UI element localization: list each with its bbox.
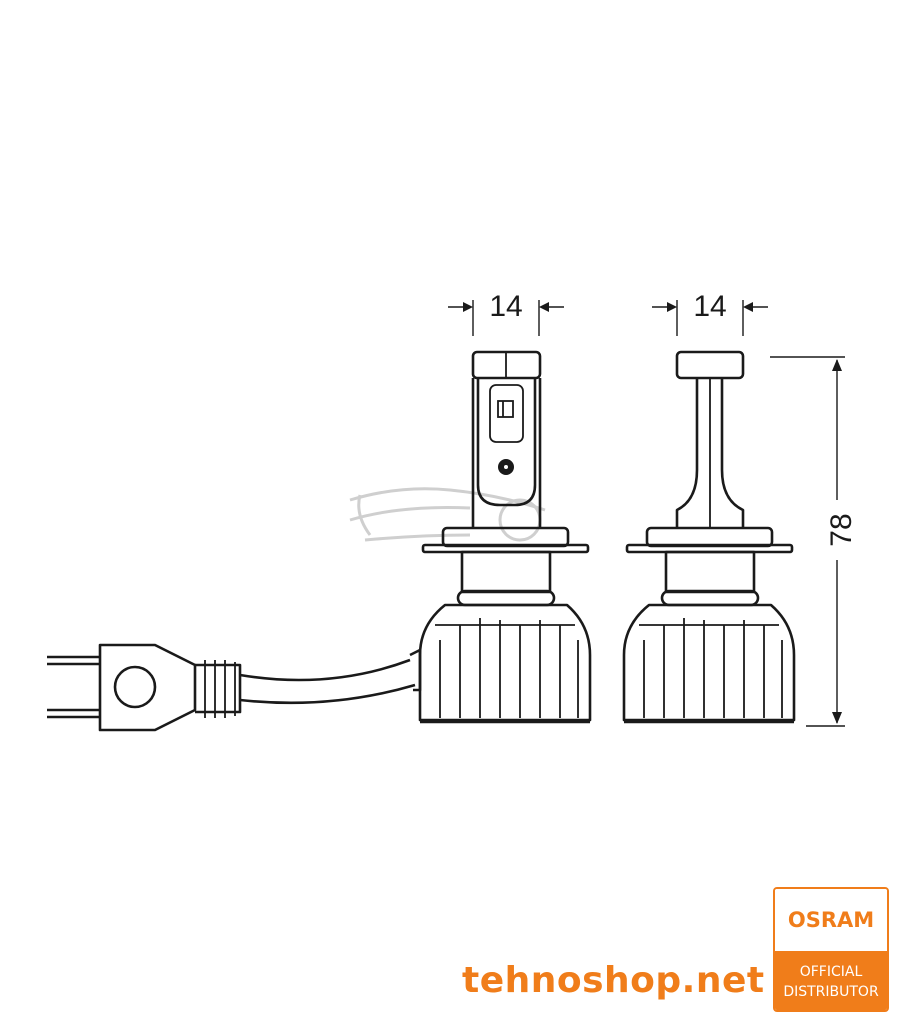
osram-distributor-badge: OSRAM OFFICIAL DISTRIBUTOR <box>773 887 889 1012</box>
bulb-front-view <box>418 350 592 724</box>
shop-name: tehnoshop.net <box>462 960 765 1001</box>
dimension-height: 78 <box>770 356 858 727</box>
connector-plug <box>47 643 422 732</box>
badge-line-1: OFFICIAL <box>799 963 863 980</box>
badge-line-2: DISTRIBUTOR <box>783 983 879 1000</box>
dimension-width-right: 14 <box>652 290 768 336</box>
osram-logo: OSRAM <box>775 889 887 951</box>
dimension-label: 14 <box>693 290 726 323</box>
bulb-side-view <box>622 350 796 724</box>
distributor-label: OFFICIAL DISTRIBUTOR <box>775 951 887 1010</box>
dimension-label: 14 <box>489 290 522 323</box>
car-watermark <box>349 487 546 542</box>
dimension-label: 78 <box>825 513 858 546</box>
dimension-width-left: 14 <box>448 290 564 336</box>
